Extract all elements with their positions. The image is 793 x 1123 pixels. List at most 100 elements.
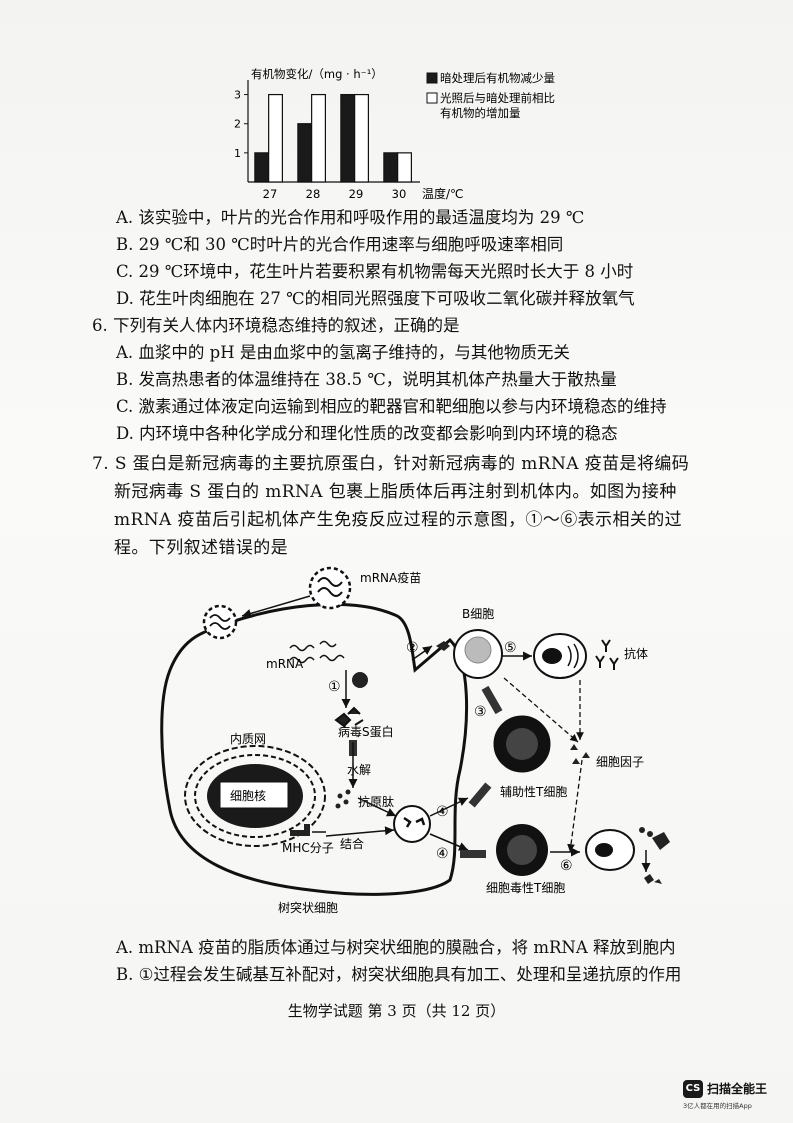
target-cell-lysis-icon [639,827,670,884]
tcr-b-helper [481,685,503,715]
x-tick-label: 27 [263,187,278,201]
q5-option-d: D. 花生叶肉细胞在 27 ℃的相同光照强度下可吸收二氧化碳并释放氧气 [116,289,635,308]
legend-swatch-dark [426,72,438,84]
q7-stem-line-4: 程。下列叙述错误的是 [114,538,288,558]
y-tick-label: 1 [234,147,241,160]
arrow-present-cytotoxic [429,833,469,851]
label-step-2: ② [406,640,419,656]
arrow-vaccine-entry [241,595,311,618]
ribosome-icon [352,672,368,688]
dashed-arrow-b-cytokine [503,677,579,743]
bar-chart: 有机物变化/（mg · h⁻¹） 1 2 3 27 28 29 30 温度/℃ 暗处理后有… [234,67,555,201]
y-tick-label: 2 [234,118,241,131]
label-nucleus: 细胞核 [230,789,266,803]
mrna-strands [289,640,345,664]
q7-option-a: A. mRNA 疫苗的脂质体通过与树突状细胞的膜融合，将 mRNA 释放到胞内 [116,938,676,957]
q7-stem-line-1: 7. S 蛋白是新冠病毒的主要抗原蛋白，针对新冠病毒的 mRNA 疫苗是将编码 [92,454,690,474]
dashed-arrow-cytokine-step6 [567,759,583,853]
q6-stem: 6. 下列有关人体内环境稳态维持的叙述，正确的是 [92,316,460,335]
bar-dark-decrease [254,152,270,183]
x-tick-label: 28 [306,187,321,201]
bar-dark-decrease [340,93,356,183]
bar-light-increase [311,93,326,183]
label-step-3: ③ [474,704,487,720]
q6-option-a: A. 血浆中的 pH 是由血浆中的氢离子维持的，与其他物质无关 [116,343,570,362]
arrow-mhc-to-vesicle [325,826,395,837]
er-inner [194,754,316,838]
bar-dark-decrease [383,152,399,183]
plasma-cell-er [567,643,579,669]
label-mrna: mRNA [266,657,304,671]
label-step-5: ⑤ [504,640,517,656]
label-step-4b: ④ [436,846,449,862]
label-mrna-vaccine: mRNA疫苗 [360,570,421,585]
mhc-vesicle [393,805,431,843]
camscanner-logo-icon: CS [683,1080,703,1098]
q5-option-a: A. 该实验中，叶片的光合作用和呼吸作用的最适温度均为 29 ℃ [116,208,585,227]
bar-light-increase [268,93,283,183]
bar-light-increase [354,93,369,183]
plasma-cell-nucleus [542,648,562,664]
nucleus-label-box [219,781,289,809]
dendritic-cell-membrane [160,602,469,896]
q5-option-b: B. 29 ℃和 30 ℃时叶片的光合作用速率与细胞呼吸速率相同 [116,235,564,254]
vaccine-particle-fusing [202,604,238,640]
label-antibody: 抗体 [624,646,648,661]
arrow-to-vesicle [357,797,397,817]
vaccine-particle-outside [308,566,352,610]
legend-label-dark: 暗处理后有机物减少量 [440,71,555,85]
label-virus-s-protein: 病毒S蛋白 [338,724,394,739]
q7-option-b: B. ①过程会发生碱基互补配对，树突状细胞具有加工、处理和呈递抗原的作用 [116,965,682,984]
s-protein-on-b-cell [436,641,450,651]
mhc-icon [290,824,310,836]
tcr-helper-dc [468,782,492,808]
label-step-1: ① [328,679,341,695]
camscanner-tagline: 3亿人都在用的扫描App [683,1102,752,1110]
tcr-cytotoxic-dc [460,850,486,858]
label-step-6: ⑥ [560,858,573,874]
chart-x-axis-label: 温度/℃ [422,186,464,201]
helper-t-nucleus [506,728,538,760]
label-hydrolysis: 水解 [347,763,371,777]
b-cell-nucleus [464,636,492,664]
cytokine-icon [570,744,590,764]
immune-response-diagram: mRNA疫苗 mRNA ① 病毒S蛋白 水解 抗原肽 内质网 细胞核 MHC分子… [160,566,670,915]
label-cytokine: 细胞因子 [596,755,644,769]
label-bind: 结合 [340,836,364,851]
label-dendritic-cell: 树突状细胞 [278,900,338,915]
s-protein-icon [334,706,364,728]
label-helper-t: 辅助性T细胞 [500,785,567,799]
q7-stem-line-2: 新冠病毒 S 蛋白的 mRNA 包裹上脂质体后再注射到机体内。如图为接种 [114,482,677,502]
x-tick-label: 29 [349,187,364,201]
label-b-cell: B细胞 [462,607,494,621]
antigen-peptides-icon [335,789,351,809]
y-tick-label: 3 [234,89,241,102]
arrow-to-b-cell [411,645,433,661]
q7-stem: 7. S 蛋白是新冠病毒的主要抗原蛋白，针对新冠病毒的 mRNA 疫苗是将编码 … [92,450,702,562]
mhc-peptide-complex-icon [403,816,426,828]
label-cytotoxic-t: 细胞毒性T细胞 [486,881,565,895]
page-footer: 生物学试题 第 3 页（共 12 页） [287,1002,506,1020]
legend-label-light-1: 光照后与暗处理前相比 [440,91,555,105]
cytotoxic-t-nucleus [507,835,537,865]
er-outer [184,745,326,847]
bar-dark-decrease [297,123,313,183]
bar-light-increase [397,152,412,183]
label-er: 内质网 [230,732,266,746]
label-mhc: MHC分子 [282,841,334,855]
q6-option-c: C. 激素通过体液定向运输到相应的靶器官和靶细胞以参与内环境稳态的维持 [116,397,667,416]
activated-cell-nucleus [595,843,613,857]
chart-y-axis-label: 有机物变化/（mg · h⁻¹） [251,67,383,81]
x-tick-label: 30 [392,187,407,201]
label-antigen-peptide: 抗原肽 [358,794,394,809]
legend-swatch-light [426,92,438,104]
q5-option-c: C. 29 ℃环境中，花生叶片若要积累有机物需每天光照时长大于 8 小时 [116,262,634,281]
camscanner-name: 扫描全能王 [707,1082,768,1096]
label-step-4a: ④ [436,804,449,820]
arrow-present-helper [429,797,469,817]
q6-option-b: B. 发高热患者的体温维持在 38.5 ℃，说明其机体产热量大于散热量 [116,370,617,389]
antibody-icon [595,639,619,670]
legend-label-light-2: 有机物的增加量 [440,106,521,120]
q6-option-d: D. 内环境中各种化学成分和理化性质的改变都会影响到内环境的稳态 [116,424,618,443]
